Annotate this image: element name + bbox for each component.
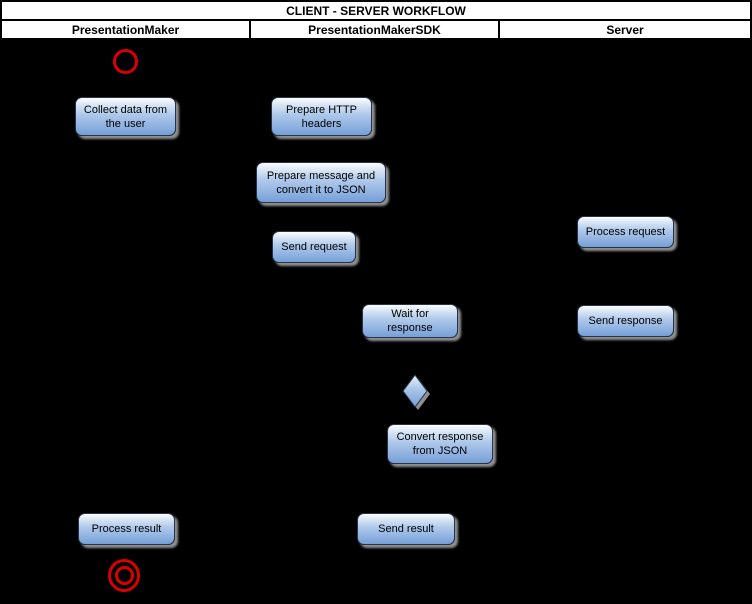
node-label: Convert response from JSON [396, 431, 484, 457]
node-label: Prepare message and convert it to JSON [266, 169, 376, 196]
lane-header-presentationmaker: PresentationMaker [2, 21, 251, 38]
end-node-inner-ring [114, 566, 134, 585]
swimlane-header-row: PresentationMaker PresentationMakerSDK S… [0, 21, 752, 40]
node-label: Process request [585, 226, 666, 238]
lane-label: PresentationMaker [71, 22, 180, 37]
node-send-request: Send request [272, 231, 356, 263]
node-process-request: Process request [577, 216, 674, 248]
end-node-icon [108, 559, 140, 592]
node-label: Wait for response [387, 308, 433, 334]
lane-label: Server [606, 22, 644, 37]
diagram-title-bar: CLIENT - SERVER WORKFLOW [0, 0, 752, 21]
lane-header-server: Server [500, 21, 750, 38]
node-label: Process result [91, 523, 162, 535]
node-label: Send request [281, 241, 347, 253]
node-send-response: Send response [577, 305, 674, 337]
diagram-title: CLIENT - SERVER WORKFLOW [286, 3, 466, 18]
node-label: Prepare HTTP headers [286, 103, 357, 130]
node-wait-for-response: Wait for response [362, 304, 458, 338]
lane-header-presentationmakersdk: PresentationMakerSDK [251, 21, 500, 38]
node-send-result: Send result [357, 513, 455, 545]
node-label: Send result [378, 523, 434, 535]
lane-label: PresentationMakerSDK [308, 22, 441, 37]
node-prepare-http-headers: Prepare HTTP headers [271, 97, 372, 136]
node-convert-response: Convert response from JSON [387, 424, 493, 464]
node-collect-data: Collect data from the user [75, 97, 176, 136]
start-node-icon [113, 49, 138, 74]
node-label: Send response [588, 315, 663, 327]
node-process-result: Process result [78, 513, 175, 545]
node-label: Collect data from the user [83, 103, 168, 130]
decision-diamond-icon [402, 374, 430, 410]
node-prepare-message: Prepare message and convert it to JSON [256, 162, 386, 203]
